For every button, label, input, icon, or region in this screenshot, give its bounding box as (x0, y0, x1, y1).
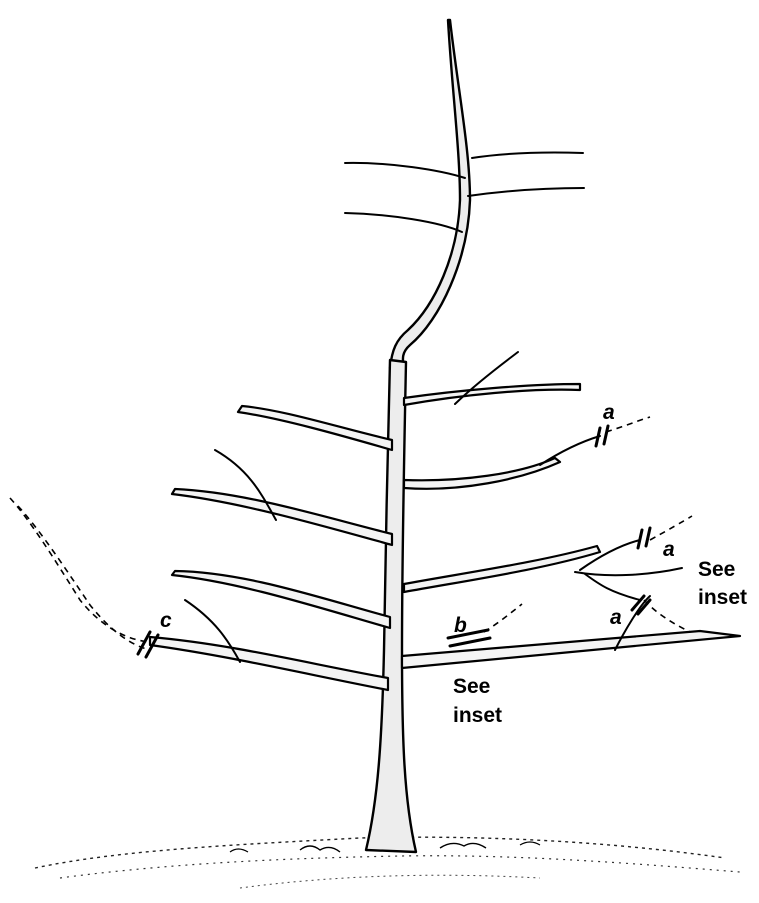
label-c: c (160, 609, 172, 632)
see-inset-right-line1: See (698, 558, 735, 581)
trunk (366, 360, 416, 852)
right-branches (402, 352, 740, 668)
label-a-mid: a (663, 538, 675, 561)
see-inset-center-line1: See (453, 675, 490, 698)
see-inset-center-line2: inset (453, 704, 502, 727)
left-branches (150, 406, 392, 690)
label-a-low: a (610, 606, 622, 629)
central-leader (390, 20, 470, 370)
see-inset-right-line2: inset (698, 586, 747, 609)
label-a-top: a (603, 401, 615, 424)
label-b: b (454, 614, 467, 637)
